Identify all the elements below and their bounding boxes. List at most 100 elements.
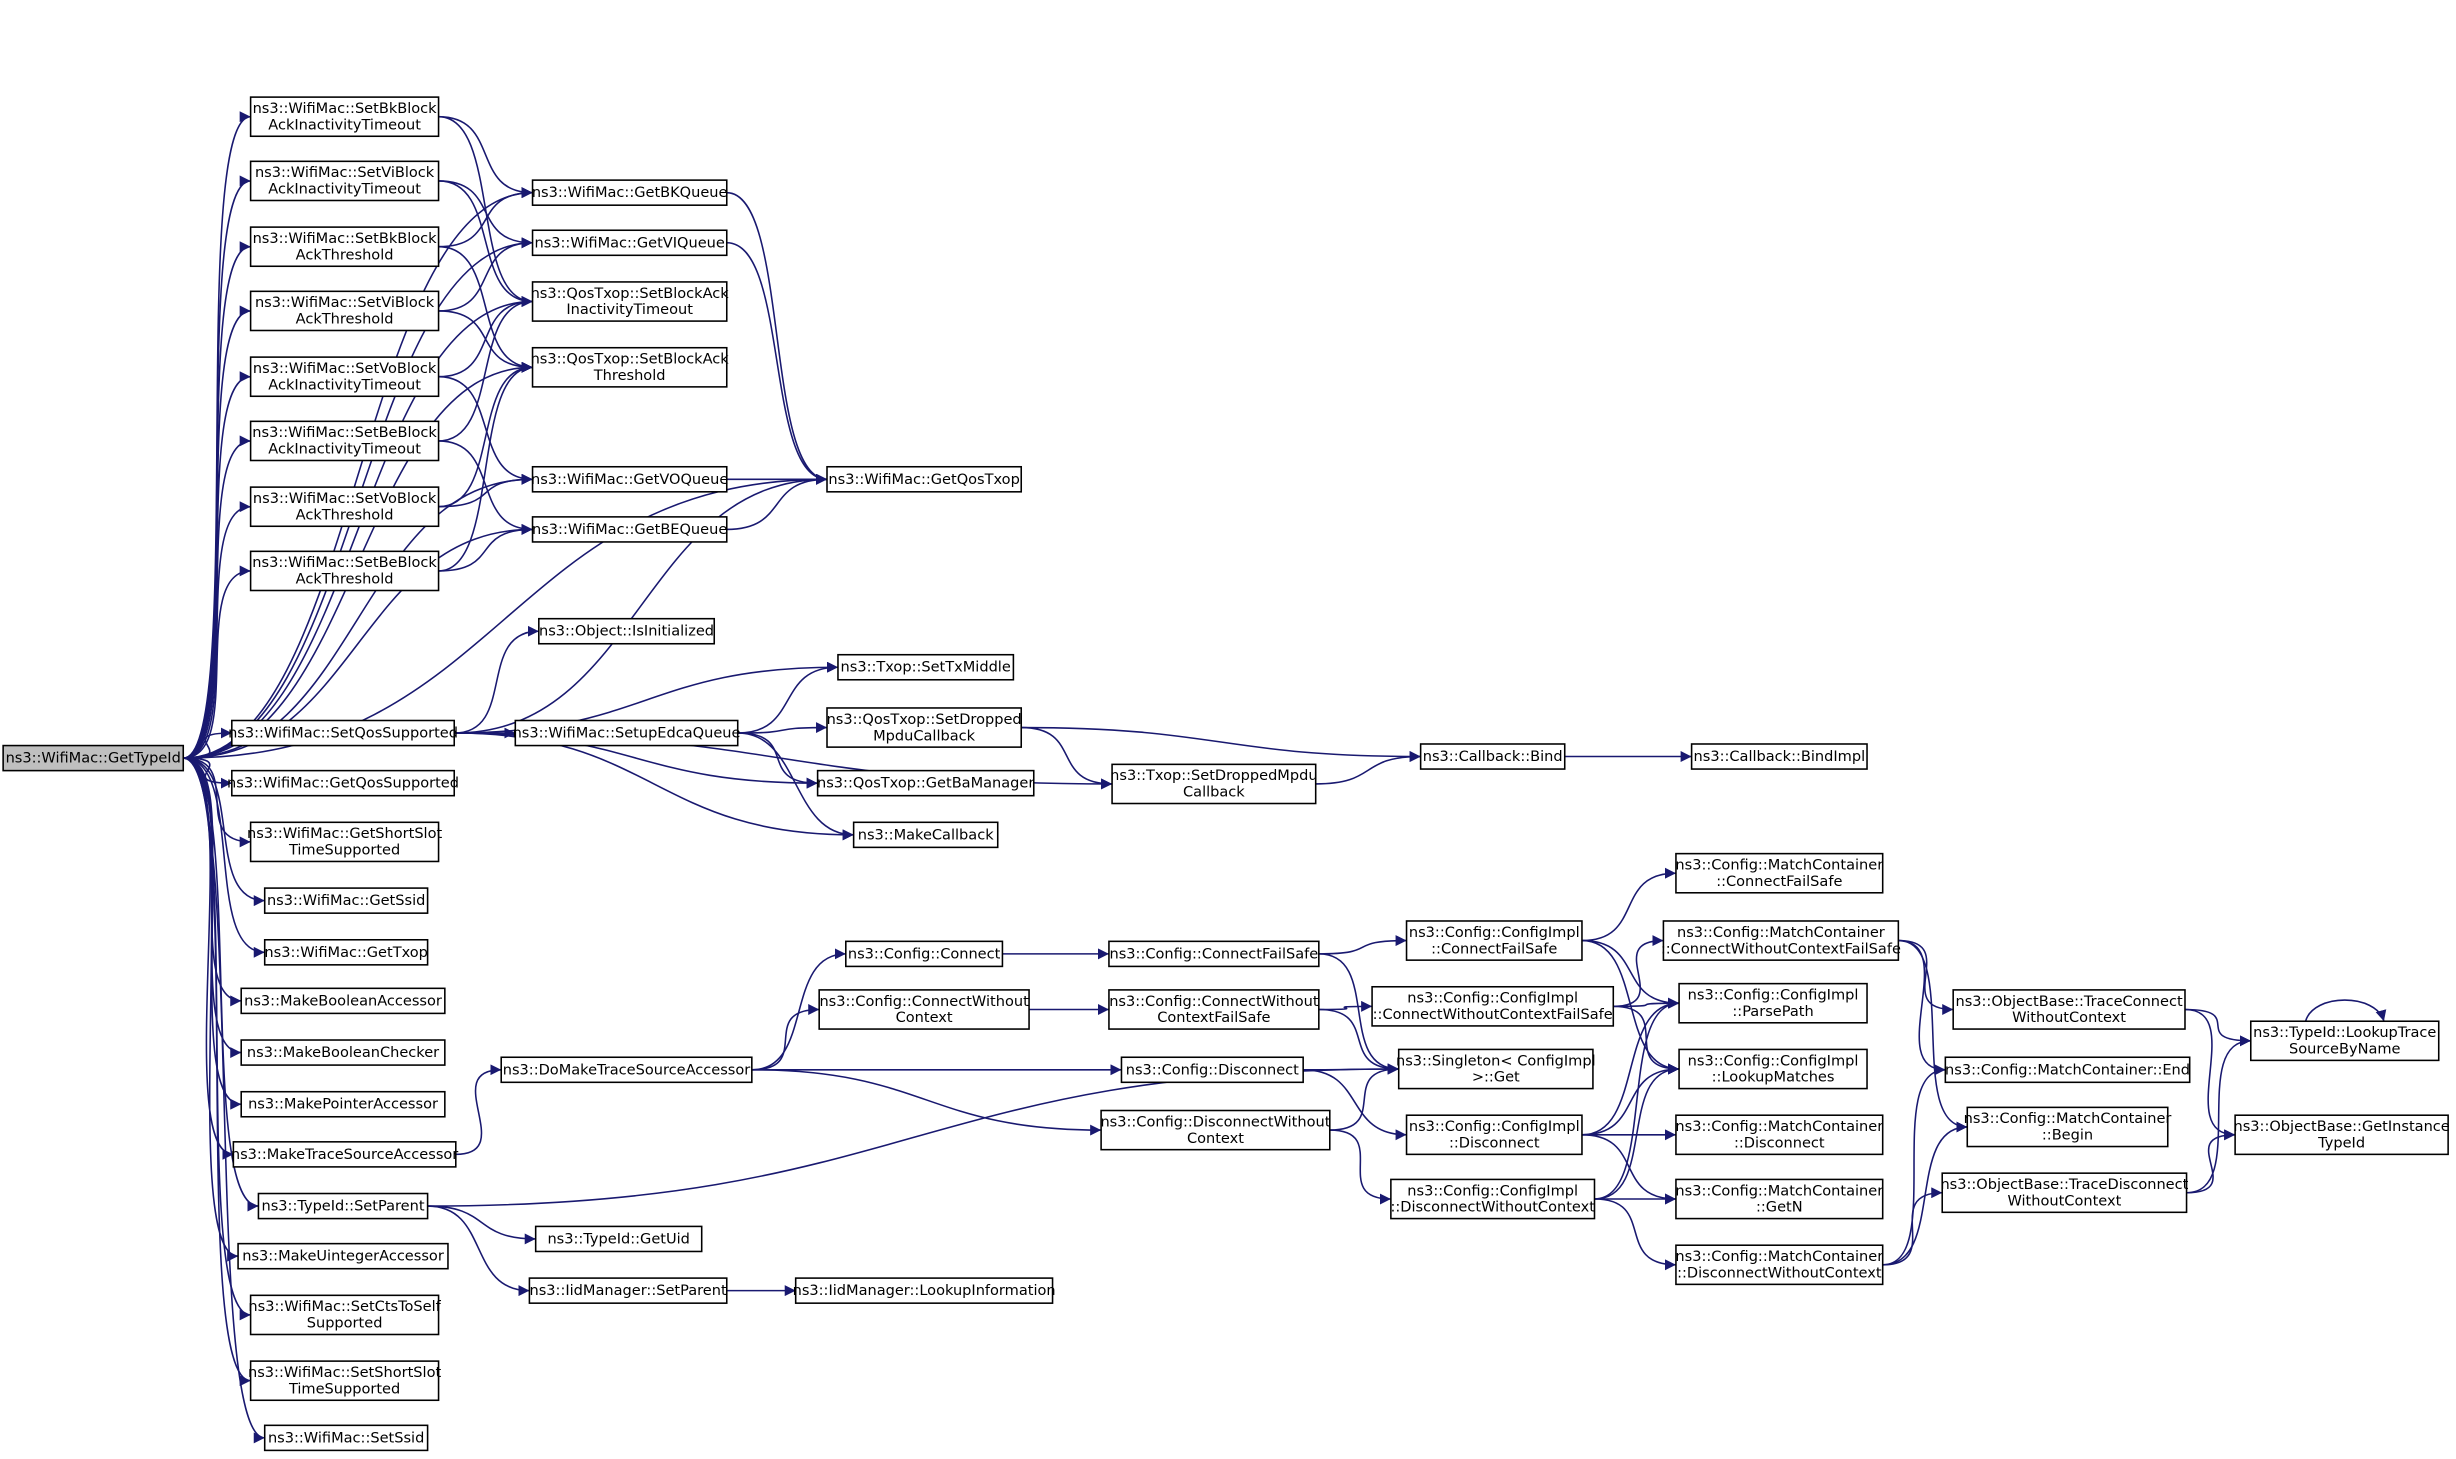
node-label: ns3::Config::MatchContainer [1677, 924, 1885, 941]
node-label: WithoutContext [2012, 1009, 2126, 1026]
edge-do-make-trace-src-accessor-to-cfg-connect [751, 948, 846, 1071]
node-impl-disconnect-without-ctx[interactable]: ns3::Config::ConfigImpl::DisconnectWitho… [1390, 1178, 1596, 1220]
node-box [1675, 852, 1884, 894]
node-label: ns3::IidManager::LookupInformation [793, 1282, 1056, 1299]
node-set-bk-block-ack-inact[interactable]: ns3::WifiMac::SetBkBlockAckInactivityTim… [249, 96, 440, 138]
edge-set-qos-supported-to-make-callback [454, 732, 854, 841]
node-setup-edca-queue[interactable]: ns3::WifiMac::SetupEdcaQueue [513, 719, 741, 747]
node-set-qos-supported[interactable]: ns3::WifiMac::SetQosSupported [228, 719, 458, 747]
node-root[interactable]: ns3::WifiMac::GetTypeId [2, 744, 185, 772]
node-impl-connect-fail-safe[interactable]: ns3::Config::ConfigImpl::ConnectFailSafe [1405, 920, 1583, 961]
node-mc-disconnect[interactable]: ns3::Config::MatchContainer::Disconnect [1675, 1114, 1884, 1156]
node-set-ssid[interactable]: ns3::WifiMac::SetSsid [263, 1424, 429, 1452]
node-label: ns3::WifiMac::GetTypeId [6, 750, 181, 767]
node-singleton-get[interactable]: ns3::Singleton< ConfigImpl >::Get [1396, 1048, 1596, 1090]
node-label: ns3::ObjectBase::TraceDisconnect [1940, 1176, 2188, 1193]
edge-impl-connect-fail-safe-to-mc-connect-fail-safe [1581, 867, 1676, 942]
node-qos-set-block-ack-inact[interactable]: ns3::QosTxop::SetBlockAckInactivityTimeo… [531, 281, 730, 322]
node-mc-connect-fail-safe[interactable]: ns3::Config::MatchContainer::ConnectFail… [1675, 852, 1884, 894]
node-callback-bind[interactable]: ns3::Callback::Bind [1419, 743, 1566, 770]
node-make-callback[interactable]: ns3::MakeCallback [852, 821, 999, 849]
node-get-txop[interactable]: ns3::WifiMac::GetTxop [263, 938, 429, 966]
node-ob-trace-disconnect-without-ctx[interactable]: ns3::ObjectBase::TraceDisconnectWithoutC… [1940, 1172, 2189, 1214]
node-cfg-connect-fail-safe[interactable]: ns3::Config::ConnectFailSafe [1108, 940, 1320, 968]
edge-do-make-trace-src-accessor-to-cfg-connect-without-ctx [751, 1004, 820, 1071]
node-mc-disconnect-without-ctx[interactable]: ns3::Config::MatchContainer::DisconnectW… [1675, 1244, 1884, 1286]
node-set-vo-block-ack-inact[interactable]: ns3::WifiMac::SetVoBlockAckInactivityTim… [249, 356, 440, 398]
node-get-qos-txop[interactable]: ns3::WifiMac::GetQosTxop [826, 465, 1023, 493]
node-mc-connect-without-ctx-fs[interactable]: ns3::Config::MatchContainer::ConnectWith… [1661, 920, 1901, 961]
node-impl-disconnect[interactable]: ns3::Config::ConfigImpl::Disconnect [1405, 1114, 1583, 1156]
node-cfg-disconnect-without-ctx[interactable]: ns3::Config::DisconnectWithoutContext [1100, 1109, 1331, 1151]
node-get-qos-supported[interactable]: ns3::WifiMac::GetQosSupported [227, 769, 459, 797]
node-impl-connect-without-ctx-fs[interactable]: ns3::Config::ConfigImpl::ConnectWithoutC… [1371, 985, 1615, 1027]
node-make-uint-accessor[interactable]: ns3::MakeUintegerAccessor [237, 1242, 449, 1270]
edge-impl-disconnect-without-ctx-to-impl-lookup-matches [1594, 1063, 1680, 1200]
node-box [1678, 982, 1868, 1024]
node-set-be-block-ack-inact[interactable]: ns3::WifiMac::SetBeBlockAckInactivityTim… [249, 420, 440, 462]
edge-set-qos-supported-to-get-qos-txop [454, 473, 828, 734]
node-type-id-set-parent[interactable]: ns3::TypeId::SetParent [257, 1192, 429, 1220]
edge-set-vi-block-ack-inact-to-get-viqueue [438, 180, 533, 249]
node-iid-set-parent[interactable]: ns3::IidManager::SetParent [528, 1277, 728, 1304]
edge-mc-connect-without-ctx-fs-to-ob-trace-connect-without-ctx [1898, 939, 1954, 1015]
node-type-id-get-uid[interactable]: ns3::TypeId::GetUid [534, 1225, 703, 1253]
node-impl-parse-path[interactable]: ns3::Config::ConfigImpl::ParsePath [1678, 982, 1868, 1024]
node-make-ptr-accessor[interactable]: ns3::MakePointerAccessor [240, 1090, 446, 1118]
node-mc-begin[interactable]: ns3::Config::MatchContainer::Begin [1964, 1106, 2172, 1148]
node-cfg-connect-without-ctx-fs[interactable]: ns3::Config::ConnectWithoutContextFailSa… [1108, 989, 1320, 1030]
edge-root-to-set-be-block-ack-inact [183, 435, 251, 759]
node-box [249, 821, 440, 863]
node-get-voqueue[interactable]: ns3::WifiMac::GetVOQueue [531, 465, 728, 493]
node-box [528, 1277, 728, 1304]
node-mc-get-n[interactable]: ns3::Config::MatchContainer::GetN [1675, 1178, 1884, 1220]
node-do-make-trace-src-accessor[interactable]: ns3::DoMakeTraceSourceAccessor [500, 1056, 753, 1084]
node-mc-end[interactable]: ns3::Config::MatchContainer::End [1944, 1056, 2191, 1084]
node-label: ns3::WifiMac::GetBKQueue [532, 184, 728, 201]
node-get-bkqueue[interactable]: ns3::WifiMac::GetBKQueue [531, 179, 728, 206]
node-impl-lookup-matches[interactable]: ns3::Config::ConfigImpl::LookupMatches [1678, 1048, 1868, 1090]
node-cfg-disconnect[interactable]: ns3::Config::Disconnect [1120, 1056, 1304, 1084]
node-get-viqueue[interactable]: ns3::WifiMac::GetVIQueue [531, 229, 728, 257]
node-cfg-connect[interactable]: ns3::Config::Connect [845, 940, 1004, 968]
edge-mc-connect-without-ctx-fs-to-mc-begin [1898, 939, 1968, 1133]
node-get-bequeue[interactable]: ns3::WifiMac::GetBEQueue [531, 516, 728, 543]
node-label: ns3::DoMakeTraceSourceAccessor [503, 1061, 751, 1078]
node-callback-bind-impl[interactable]: ns3::Callback::BindImpl [1690, 743, 1868, 770]
node-label: ::Begin [2042, 1127, 2093, 1144]
node-cfg-connect-without-ctx[interactable]: ns3::Config::ConnectWithoutContext [818, 989, 1030, 1030]
node-label: AckThreshold [296, 311, 394, 328]
node-obj-is-initialized[interactable]: ns3::Object::IsInitialized [538, 617, 716, 645]
node-get-ssid[interactable]: ns3::WifiMac::GetSsid [263, 887, 429, 914]
node-set-vi-block-ack-inact[interactable]: ns3::WifiMac::SetViBlockAckInactivityTim… [249, 160, 440, 202]
node-ob-trace-connect-without-ctx[interactable]: ns3::ObjectBase::TraceConnectWithoutCont… [1952, 989, 2186, 1030]
edge-root-to-set-short-slot [183, 757, 251, 1387]
node-label: ns3::MakeBooleanAccessor [244, 992, 442, 1009]
node-label: ns3::Config::MatchContainer [1675, 856, 1883, 873]
node-make-bool-checker[interactable]: ns3::MakeBooleanChecker [240, 1039, 446, 1066]
edge-mc-disconnect-without-ctx-to-mc-end [1882, 1064, 1946, 1266]
node-txop-set-tx-middle[interactable]: ns3::Txop::SetTxMiddle [837, 653, 1015, 681]
node-label: ns3::ObjectBase::GetInstance [2233, 1118, 2449, 1135]
node-make-trace-src-accessor[interactable]: ns3::MakeTraceSourceAccessor [231, 1141, 458, 1168]
node-box [1675, 1178, 1884, 1220]
node-make-bool-accessor[interactable]: ns3::MakeBooleanAccessor [240, 987, 446, 1015]
node-box [534, 1225, 703, 1253]
node-qos-get-ba-manager[interactable]: ns3::QosTxop::GetBaManager [816, 769, 1035, 797]
node-iid-lookup-info[interactable]: ns3::IidManager::LookupInformation [793, 1277, 1056, 1304]
node-label: ns3::MakeBooleanChecker [247, 1044, 439, 1061]
node-box [249, 1360, 440, 1402]
